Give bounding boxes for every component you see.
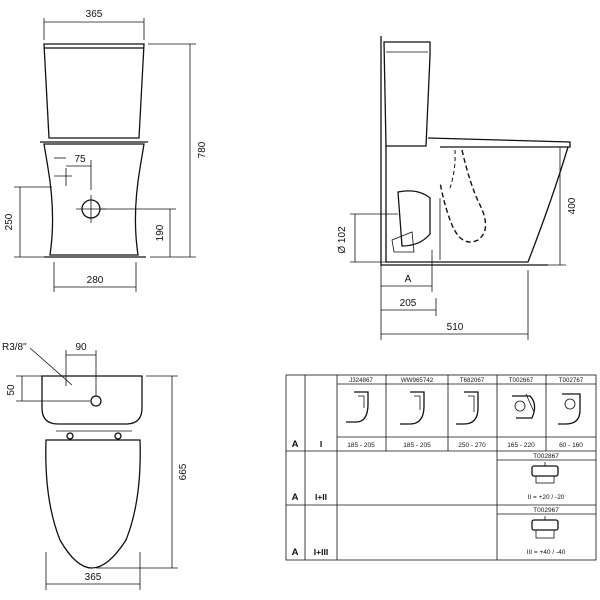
top-thread-label: R3/8" bbox=[2, 342, 27, 353]
side-outlet bbox=[397, 190, 431, 247]
extension-part-code: T002967 bbox=[533, 507, 559, 514]
side-205-label: 205 bbox=[400, 298, 417, 309]
side-depth-label: 510 bbox=[447, 322, 464, 333]
range-cell: 185 - 205 bbox=[347, 442, 375, 449]
pipe-elbow-icon bbox=[512, 393, 536, 419]
front-pan-outline bbox=[43, 143, 145, 256]
row-variant: I+II bbox=[315, 492, 327, 502]
pipe-elbow-icon bbox=[400, 391, 425, 425]
extension-piece-icon bbox=[531, 516, 559, 539]
front-inlet-offset-label: 75 bbox=[74, 154, 86, 165]
front-outlet-height-label: 250 bbox=[4, 213, 15, 230]
top-view: R3/8" 90 50 665 365 bbox=[2, 342, 189, 590]
top-cistern-outline bbox=[41, 375, 143, 425]
product-code: T002667 bbox=[509, 377, 534, 384]
extension-piece-icon bbox=[531, 462, 559, 484]
top-inlet-offset-label: 90 bbox=[75, 342, 87, 353]
side-rim-height-label: 400 bbox=[567, 197, 578, 214]
adjustment-range: III = +40 / -40 bbox=[527, 549, 566, 556]
side-cistern-outline bbox=[383, 41, 431, 147]
top-inlet-depth-label: 50 bbox=[6, 384, 17, 396]
front-inlet-height-label: 190 bbox=[155, 224, 166, 241]
front-base-width-label: 280 bbox=[87, 275, 104, 286]
adjustment-range: II = +20 / -20 bbox=[528, 494, 565, 501]
front-cistern-outline bbox=[43, 43, 145, 139]
front-width-label: 365 bbox=[86, 9, 103, 20]
pipe-elbow-icon bbox=[346, 391, 369, 423]
side-bowl-outline bbox=[385, 146, 569, 263]
side-outlet-diameter-label: Ø 102 bbox=[337, 226, 348, 254]
extension-part-code: T002867 bbox=[533, 453, 559, 460]
product-code: J324867 bbox=[349, 377, 373, 384]
side-seat-outline bbox=[427, 137, 571, 148]
side-a-label: A bbox=[405, 274, 412, 285]
product-code: WW965742 bbox=[401, 377, 434, 384]
side-view: 400 Ø 102 A 205 510 bbox=[337, 36, 578, 340]
front-height-label: 780 bbox=[197, 141, 208, 158]
row-variant: I bbox=[320, 439, 322, 449]
range-cell: 250 - 270 bbox=[458, 442, 486, 449]
pipe-elbow-icon bbox=[558, 393, 581, 425]
row-variant: I+III bbox=[314, 547, 328, 557]
row-code: A bbox=[292, 492, 299, 503]
pipe-elbow-icon bbox=[456, 391, 479, 425]
top-seat-outline bbox=[45, 439, 141, 569]
range-cell: 185 - 205 bbox=[403, 442, 431, 449]
row-code: A bbox=[292, 547, 299, 558]
row-code: A bbox=[292, 439, 299, 450]
range-cell: 165 - 220 bbox=[507, 442, 535, 449]
side-trap-dashed bbox=[439, 149, 487, 243]
product-code: T002767 bbox=[559, 377, 584, 384]
front-view: 365 780 75 250 190 280 bbox=[4, 9, 208, 292]
top-width-label: 365 bbox=[85, 572, 102, 583]
product-code: T682067 bbox=[460, 377, 485, 384]
connector-table: J324867 WW965742 T682067 T002667 T002767 bbox=[285, 374, 597, 561]
top-flush-button bbox=[90, 395, 102, 407]
top-length-label: 665 bbox=[178, 463, 189, 480]
range-cell: 60 - 160 bbox=[559, 442, 583, 449]
